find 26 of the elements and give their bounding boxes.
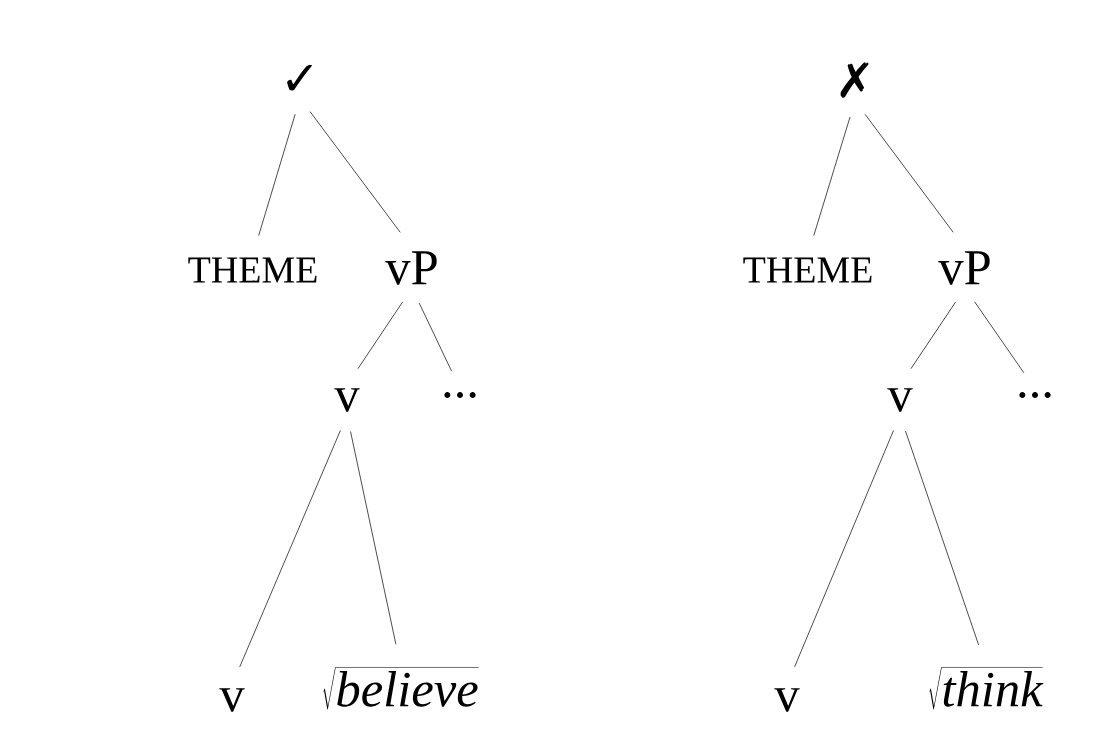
- root-label: $\sqrt{\mathit{think}}$: [928, 667, 1044, 710]
- branch-line: [864, 113, 954, 233]
- branch-line: [309, 111, 401, 233]
- branch-line: [794, 430, 894, 668]
- branch-line: [350, 431, 397, 645]
- tree-label: ...: [444, 392, 476, 398]
- branch-line: [258, 113, 296, 236]
- judgement-mark: ✓: [287, 64, 312, 91]
- tree-label: v: [334, 388, 360, 412]
- tree-label: v: [219, 688, 245, 712]
- branch-line: [905, 430, 979, 646]
- branch-line: [239, 430, 341, 668]
- tree-label: ...: [1019, 392, 1051, 398]
- branch-line: [357, 301, 403, 370]
- tree-label: vP: [938, 251, 990, 285]
- branch-line: [418, 302, 452, 372]
- category-label: THEME: [743, 257, 872, 283]
- branch-line: [974, 301, 1025, 374]
- tree-label: vP: [385, 251, 437, 285]
- branch-line: [910, 301, 956, 370]
- root-label: $\sqrt{\mathit{believe}}$: [322, 667, 479, 710]
- tree-label: v: [774, 688, 800, 712]
- tree-label: v: [887, 388, 913, 412]
- branch-line: [813, 116, 851, 236]
- category-label: THEME: [188, 257, 317, 283]
- judgement-mark: ✗: [840, 62, 869, 98]
